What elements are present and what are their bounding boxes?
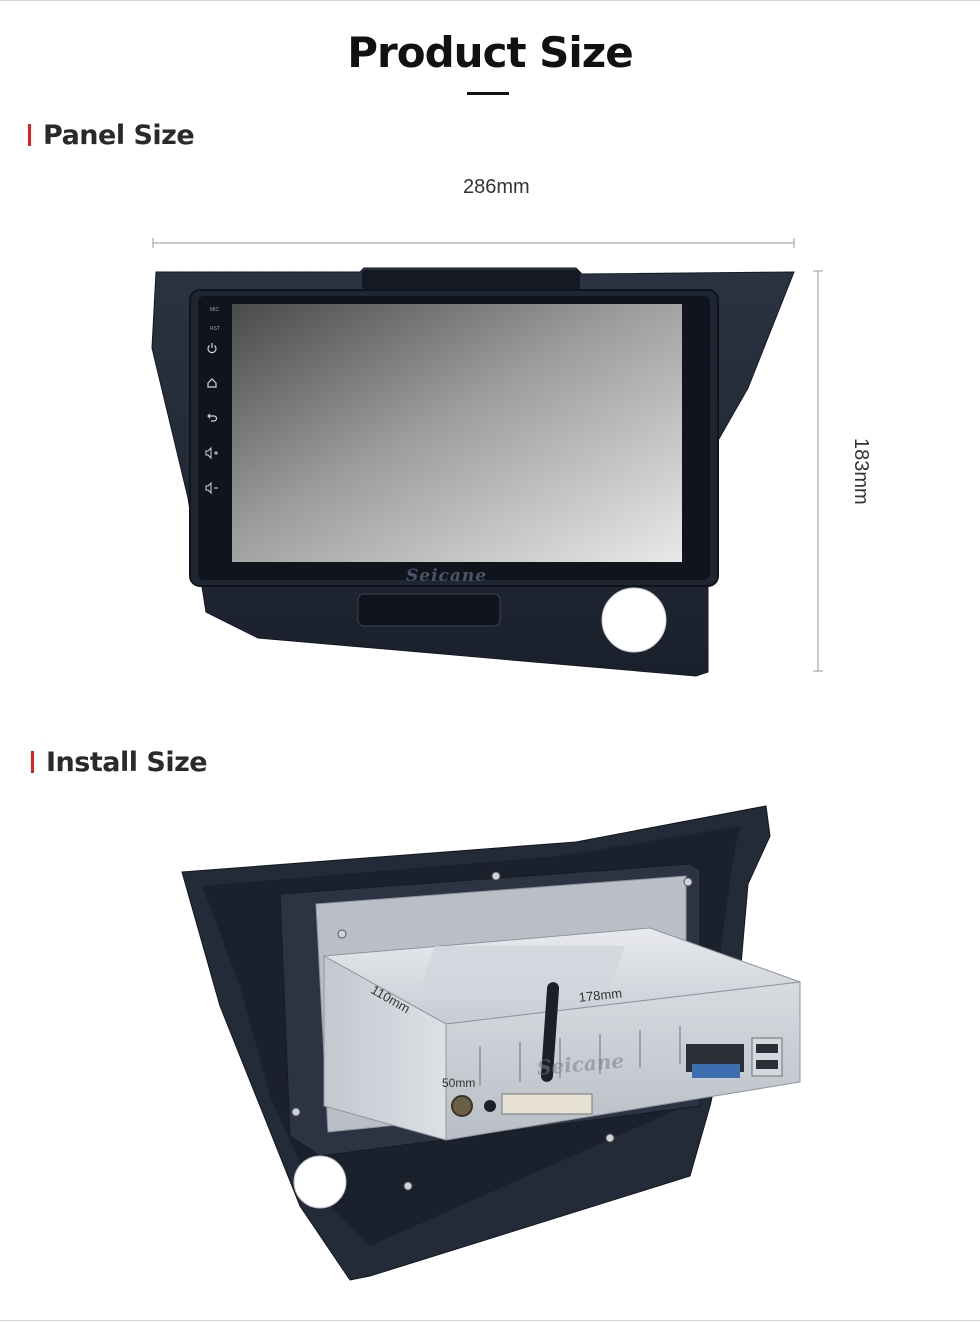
panel-height-dimension-line: [813, 270, 823, 672]
panel-size-heading: Panel Size: [28, 120, 195, 151]
bottom-divider: [0, 1320, 980, 1321]
side-mic-label: MIC: [210, 307, 220, 313]
install-size-heading: Install Size: [31, 747, 208, 778]
page-title: Product Size: [347, 28, 634, 77]
back-icon[interactable]: [206, 411, 218, 423]
title-underline: [467, 92, 509, 95]
head-unit-rear-install-view: [181, 805, 801, 1281]
panel-brand-watermark: Seicane: [406, 566, 488, 586]
panel-size-heading-text: Panel Size: [43, 120, 195, 151]
home-icon[interactable]: [206, 377, 218, 389]
head-unit-front-panel: [151, 267, 795, 677]
power-icon[interactable]: [206, 342, 218, 354]
top-divider: [0, 0, 980, 1]
install-size-heading-text: Install Size: [46, 747, 208, 778]
heading-accent-mark: [31, 751, 34, 773]
volume-up-icon[interactable]: [205, 446, 219, 460]
install-height-label: 50mm: [442, 1076, 476, 1090]
panel-width-dimension-line: [152, 238, 795, 248]
heading-accent-mark: [28, 124, 31, 146]
panel-width-label: 286mm: [463, 176, 530, 198]
side-rst-label: RST: [210, 326, 220, 332]
volume-down-icon[interactable]: [205, 481, 219, 495]
panel-height-label: 183mm: [850, 438, 872, 505]
